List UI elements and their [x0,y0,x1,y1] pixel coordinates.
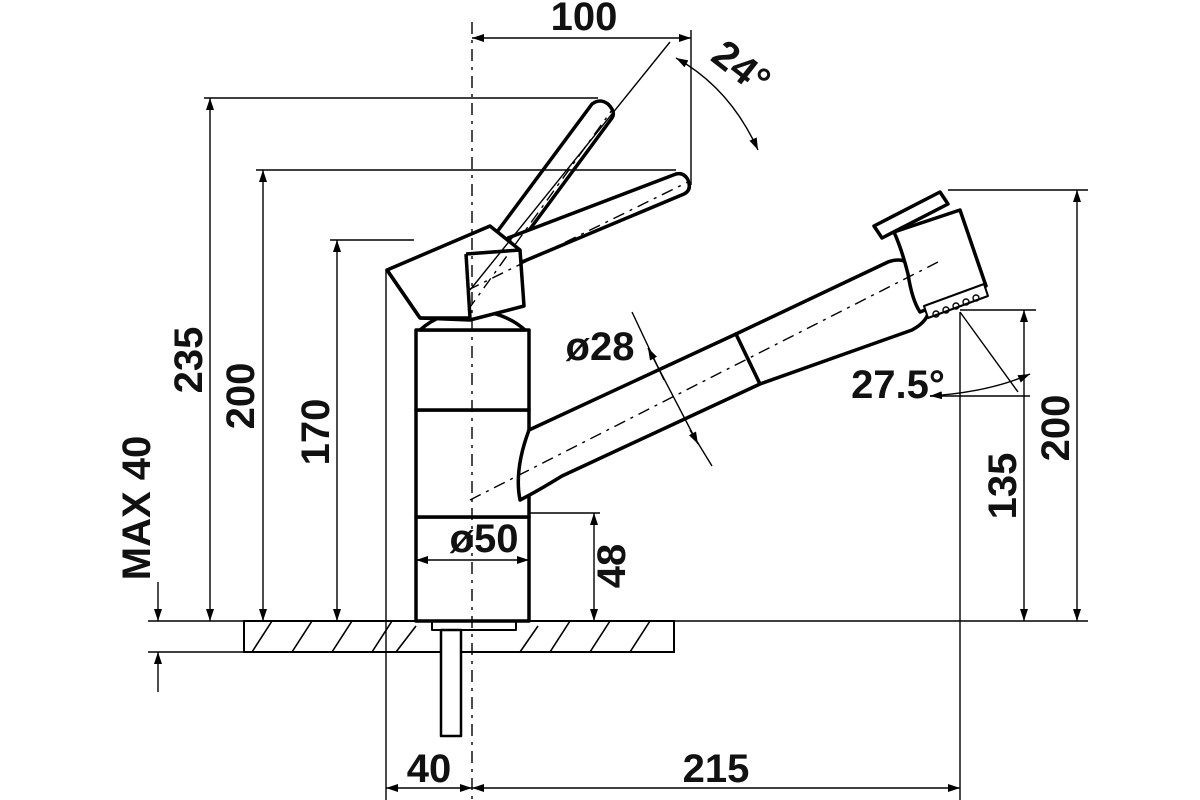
dim-max-thickness: MAX 40 [115,436,159,581]
dim-height-200-lever: 200 [219,363,263,430]
dim-spout-diameter: ø28 [566,325,635,369]
dim-lever-angle: 24° [704,32,779,104]
dimension-lines [154,34,1081,792]
dim-height-235: 235 [167,327,211,394]
dim-top-width: 100 [551,0,618,39]
aerator-nozzles [932,294,980,318]
dim-spray-height: 135 [981,453,1025,520]
dim-base-height: 48 [590,544,634,589]
countertop-hatching [251,620,651,653]
dim-spray-angle: 27.5° [851,363,945,407]
countertop [243,620,675,738]
dim-reach: 215 [683,747,750,791]
dim-height-170: 170 [294,399,338,466]
lever [385,99,692,322]
dim-base-offset: 40 [407,747,452,791]
dim-head-height: 200 [1034,395,1078,462]
dim-body-diameter: ø50 [450,517,519,561]
center-lines [467,22,943,800]
